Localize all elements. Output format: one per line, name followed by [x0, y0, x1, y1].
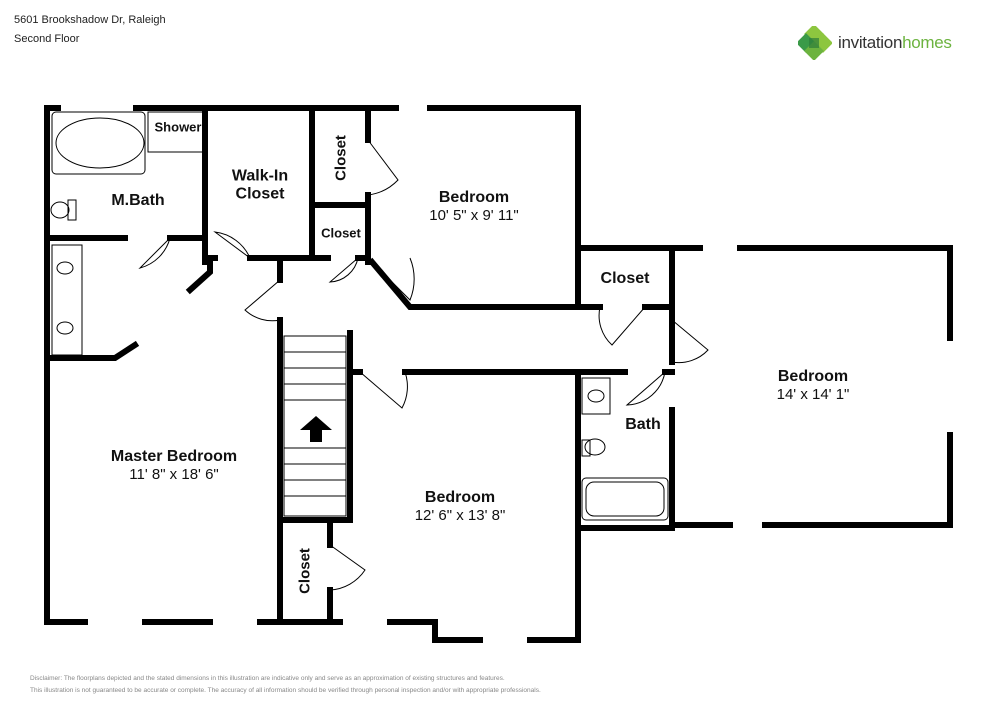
room-bath: Bath — [625, 415, 661, 433]
doors-and-fixtures — [50, 111, 709, 591]
stairs — [283, 335, 347, 517]
stairs-up-arrow-icon — [300, 416, 332, 442]
logo-mark-icon — [798, 26, 832, 60]
floor-label: Second Floor — [14, 33, 80, 45]
room-shower: Shower — [154, 119, 202, 135]
logo-word-1: invitation — [838, 33, 903, 52]
logo-word-2: homes — [902, 33, 952, 52]
room-closet-3: Closet — [600, 269, 650, 287]
room-closet-4: Closet — [296, 548, 314, 594]
walls — [44, 105, 953, 643]
room-closet-1: Closet — [332, 135, 350, 181]
address: 5601 Brookshadow Dr, Raleigh — [14, 14, 166, 26]
disclaimer-line-1: Disclaimer: The floorplans depicted and … — [30, 675, 505, 682]
room-walk-in-closet: Walk-In Closet — [231, 167, 289, 203]
room-closet-2: Closet — [321, 225, 361, 241]
room-mbath: M.Bath — [111, 191, 165, 209]
disclaimer-line-2: This illustration is not guaranteed to b… — [30, 687, 541, 694]
invitation-homes-logo: invitationhomes — [798, 26, 952, 60]
